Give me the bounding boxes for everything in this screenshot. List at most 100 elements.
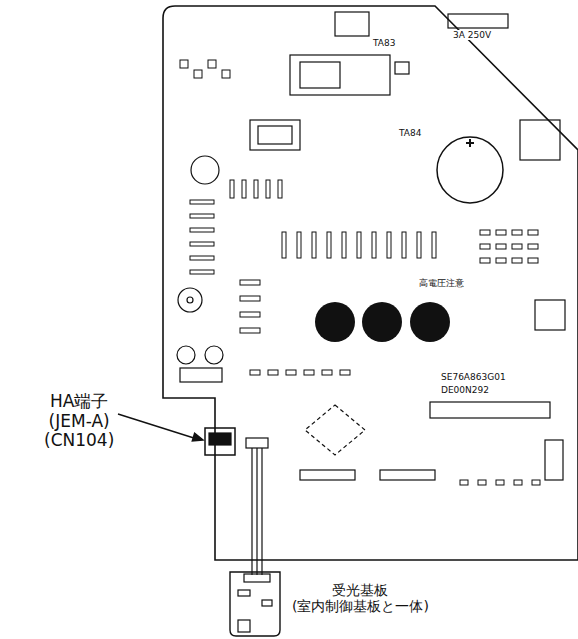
resistor xyxy=(254,180,258,198)
pin-header xyxy=(380,470,435,480)
resistor xyxy=(372,232,376,258)
resistor xyxy=(240,296,260,301)
transistor xyxy=(208,60,216,68)
resistor xyxy=(190,228,214,232)
buzzer-center xyxy=(187,297,193,303)
resistor xyxy=(190,200,214,204)
smd-part xyxy=(496,258,506,263)
fuse xyxy=(448,14,508,28)
silkscreen-text: 高電圧注意 xyxy=(418,278,465,288)
resistor xyxy=(190,242,214,246)
resistor xyxy=(282,232,286,258)
silkscreen-text: TA83 xyxy=(372,38,396,48)
smd-part xyxy=(460,480,468,485)
receiver-board xyxy=(230,572,280,636)
silkscreen-text: 3A 250V xyxy=(452,30,492,40)
receiver-connector xyxy=(246,438,268,448)
black-capacitor xyxy=(315,302,355,342)
trimmer xyxy=(205,346,223,364)
resistor xyxy=(240,280,260,285)
smd-part xyxy=(480,244,490,249)
ic-chip xyxy=(430,402,550,418)
resistor xyxy=(342,232,346,258)
smd-part xyxy=(478,480,486,485)
black-capacitor xyxy=(410,302,450,342)
arrow-head xyxy=(192,433,203,441)
smd-part xyxy=(238,590,250,596)
silkscreen-text: SE76A863G01 xyxy=(440,372,507,382)
ir-receiver xyxy=(238,620,250,632)
plus-mark xyxy=(469,139,471,147)
pin-header xyxy=(300,470,355,480)
smd-part xyxy=(496,230,506,235)
black-capacitor xyxy=(362,302,402,342)
resistor xyxy=(230,180,234,198)
electrolytic-capacitor xyxy=(437,137,503,203)
wire xyxy=(261,448,262,575)
resistor xyxy=(240,328,260,333)
resistor xyxy=(312,232,316,258)
resistor xyxy=(190,256,214,260)
fuse-holder xyxy=(395,62,409,74)
trimmer xyxy=(177,346,195,364)
smd-part xyxy=(496,244,506,249)
transistor xyxy=(222,70,230,78)
wire xyxy=(256,448,257,575)
transistor xyxy=(180,60,188,68)
resistor xyxy=(190,214,214,218)
resistor xyxy=(417,232,421,258)
smd-part xyxy=(322,370,332,375)
silkscreen-text: TA84 xyxy=(398,128,422,138)
smd-part xyxy=(512,258,522,263)
smd-part xyxy=(528,244,538,249)
receiver-connector xyxy=(244,574,270,582)
connector xyxy=(545,440,563,480)
resistor xyxy=(387,232,391,258)
connector xyxy=(180,368,222,382)
buzzer xyxy=(178,288,202,312)
part-label: 受光基板 (室内制御基板と一体) xyxy=(292,582,429,614)
wire xyxy=(251,448,252,575)
smd-part xyxy=(262,600,272,606)
ha-connector xyxy=(205,428,235,455)
relay xyxy=(290,55,390,95)
smd-part xyxy=(480,258,490,263)
smd-part xyxy=(340,370,350,375)
resistor xyxy=(432,232,436,258)
relay-coil xyxy=(300,62,340,88)
heatsink xyxy=(250,120,300,150)
resistor xyxy=(266,180,270,198)
transformer xyxy=(335,12,369,36)
ha-connector-body xyxy=(209,433,231,445)
smd-part xyxy=(512,230,522,235)
regulator xyxy=(258,126,292,144)
component-block xyxy=(535,300,565,330)
resistor xyxy=(297,232,301,258)
board-outline xyxy=(163,6,578,560)
smd-part xyxy=(480,230,490,235)
resistor xyxy=(402,232,406,258)
smd-part xyxy=(514,480,522,485)
callout-label: HA端子 (JEM-A) (CN104) xyxy=(44,392,114,451)
capacitor xyxy=(191,156,219,184)
component-block xyxy=(520,120,560,160)
resistor xyxy=(240,312,260,317)
dashed-area xyxy=(305,405,365,455)
smd-part xyxy=(250,370,260,375)
smd-part xyxy=(528,258,538,263)
leader-line xyxy=(118,414,197,439)
resistor xyxy=(190,270,214,274)
silkscreen-text: DE00N292 xyxy=(440,385,490,395)
smd-part xyxy=(286,370,296,375)
smd-part xyxy=(304,370,314,375)
transistor xyxy=(194,70,202,78)
resistor xyxy=(327,232,331,258)
smd-part xyxy=(512,244,522,249)
smd-part xyxy=(528,230,538,235)
resistor xyxy=(357,232,361,258)
smd-part xyxy=(268,370,278,375)
smd-part xyxy=(496,480,504,485)
smd-part xyxy=(532,480,540,485)
resistor xyxy=(242,180,246,198)
